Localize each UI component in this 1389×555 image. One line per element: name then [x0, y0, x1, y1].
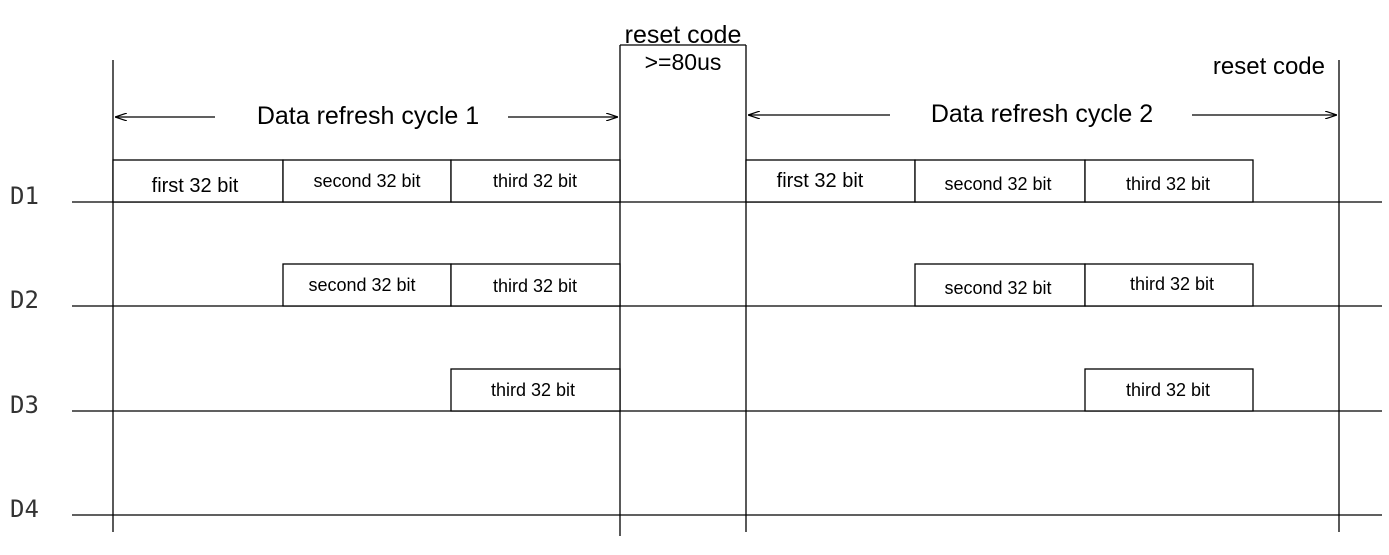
d1-cycle2-third-block	[1084, 159, 1254, 203]
signal-label-d3: D3	[10, 391, 39, 419]
d1-cycle2-third-label: third 32 bit	[1126, 174, 1210, 194]
d2-cycle1-third-block	[450, 263, 621, 307]
cycle-2-label: Data refresh cycle 2	[931, 100, 1153, 128]
d2-cycle2-second-block	[914, 263, 1086, 307]
d2-cycle2-third-label: third 32 bit	[1130, 274, 1214, 294]
d1-cycle1-third-block	[450, 159, 621, 203]
d2-cycle1-second-block	[282, 263, 452, 307]
d2-cycle1-second-label: second 32 bit	[308, 275, 415, 295]
d2-cycle2-third-block	[1084, 263, 1254, 307]
d3-cycle2-third-label: third 32 bit	[1126, 380, 1210, 400]
d3-cycle2-third-block	[1084, 368, 1254, 412]
d1-cycle1-first-label: first 32 bit	[152, 175, 239, 197]
d1-cycle2-first-label: first 32 bit	[777, 170, 864, 192]
d1-cycle1-second-label: second 32 bit	[313, 171, 420, 191]
reset-code-right-label: reset code	[1213, 53, 1325, 80]
d2-cycle2-second-label: second 32 bit	[944, 278, 1051, 298]
d2-cycle1-third-label: third 32 bit	[493, 276, 577, 296]
d1-cycle2-first-block	[745, 159, 916, 203]
d1-cycle2-second-label: second 32 bit	[944, 174, 1051, 194]
d3-cycle1-third-block	[450, 368, 621, 412]
d1-cycle2-second-block	[914, 159, 1086, 203]
signal-label-d1: D1	[10, 182, 39, 210]
signal-label-d2: D2	[10, 286, 39, 314]
d1-cycle1-second-block	[282, 159, 452, 203]
reset-duration-label: >=80us	[645, 49, 722, 75]
cycle-1-label: Data refresh cycle 1	[257, 102, 479, 130]
d3-cycle1-third-label: third 32 bit	[491, 380, 575, 400]
d1-cycle1-third-label: third 32 bit	[493, 171, 577, 191]
reset-code-label: reset code	[625, 21, 742, 49]
signal-label-d4: D4	[10, 495, 39, 523]
